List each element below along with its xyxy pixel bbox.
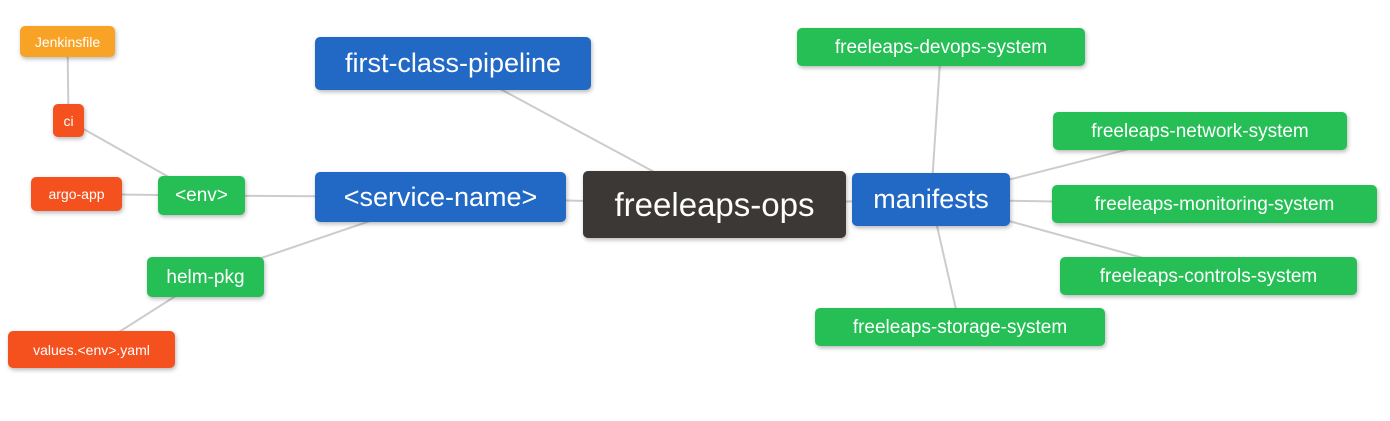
node-manifests[interactable]: manifests — [852, 173, 1010, 226]
node-env[interactable]: <env> — [158, 176, 245, 215]
node-freeleaps-monitoring-system[interactable]: freeleaps-monitoring-system — [1052, 185, 1377, 223]
node-freeleaps-ops-root[interactable]: freeleaps-ops — [583, 171, 846, 238]
node-freeleaps-network-system[interactable]: freeleaps-network-system — [1053, 112, 1347, 150]
node-freeleaps-controls-system[interactable]: freeleaps-controls-system — [1060, 257, 1357, 295]
node-jenkinsfile[interactable]: Jenkinsfile — [20, 26, 115, 57]
node-ci[interactable]: ci — [53, 104, 84, 137]
node-freeleaps-storage-system[interactable]: freeleaps-storage-system — [815, 308, 1105, 346]
node-service-name[interactable]: <service-name> — [315, 172, 566, 222]
node-argo-app[interactable]: argo-app — [31, 177, 122, 211]
node-freeleaps-devops-system[interactable]: freeleaps-devops-system — [797, 28, 1085, 66]
node-first-class-pipeline[interactable]: first-class-pipeline — [315, 37, 591, 90]
node-helm-pkg[interactable]: helm-pkg — [147, 257, 264, 297]
node-values-env-yaml[interactable]: values.<env>.yaml — [8, 331, 175, 368]
